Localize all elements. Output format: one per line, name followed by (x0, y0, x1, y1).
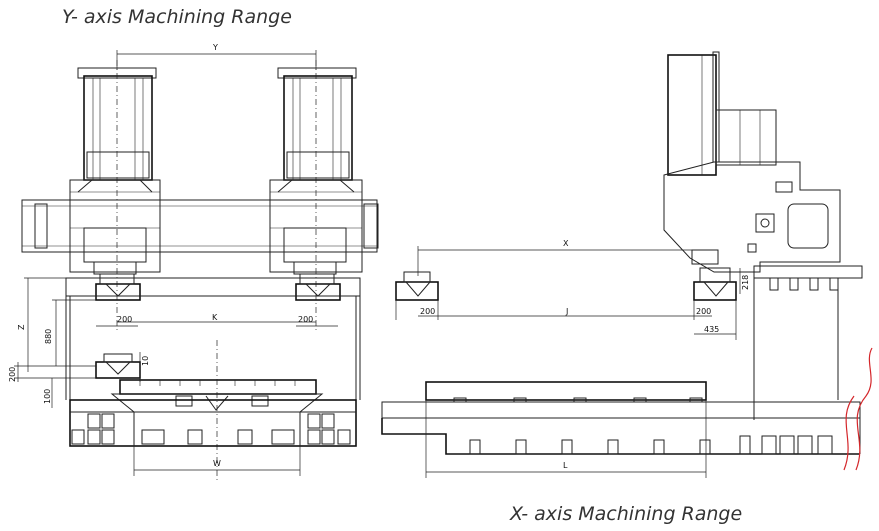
w-dim-label: W (213, 459, 221, 468)
cross-beam (21, 199, 378, 253)
y-axis-range-title: Y- axis Machining Range (62, 6, 292, 28)
z-dim-label: Z (17, 324, 26, 330)
side-head-right (693, 267, 737, 301)
side-head-left (395, 271, 439, 301)
880-label: 880 (44, 329, 53, 344)
y-dim-label: Y (212, 43, 218, 52)
side-table (425, 381, 707, 403)
side-view: X 200 J 200 435 218 (381, 51, 873, 478)
j-dim-label: J (565, 307, 568, 316)
side-bed (381, 401, 861, 455)
front-view: Y (8, 43, 379, 480)
side-left-200-label: 200 (420, 307, 435, 316)
435-label: 435 (704, 325, 719, 334)
front-base (69, 399, 357, 447)
side-column (663, 51, 841, 273)
break-line (855, 347, 873, 471)
lower-head (95, 353, 141, 379)
right-spindle-column (269, 60, 363, 330)
k-dim-label: K (212, 313, 218, 322)
side-frame (753, 265, 863, 420)
break-line-inner (843, 395, 855, 471)
left-spindle-column (69, 60, 161, 330)
200-side-label: 200 (8, 367, 17, 382)
x-dim-label: X (563, 239, 569, 248)
218-label: 218 (741, 275, 750, 290)
l-dim-label: L (563, 461, 568, 470)
left-200-label: 200 (117, 315, 132, 324)
right-200-label: 200 (298, 315, 313, 324)
side-right-200-label: 200 (696, 307, 711, 316)
x-axis-range-title: X- axis Machining Range (510, 503, 743, 525)
100-label: 100 (43, 389, 52, 404)
10-label: 10 (141, 356, 150, 366)
